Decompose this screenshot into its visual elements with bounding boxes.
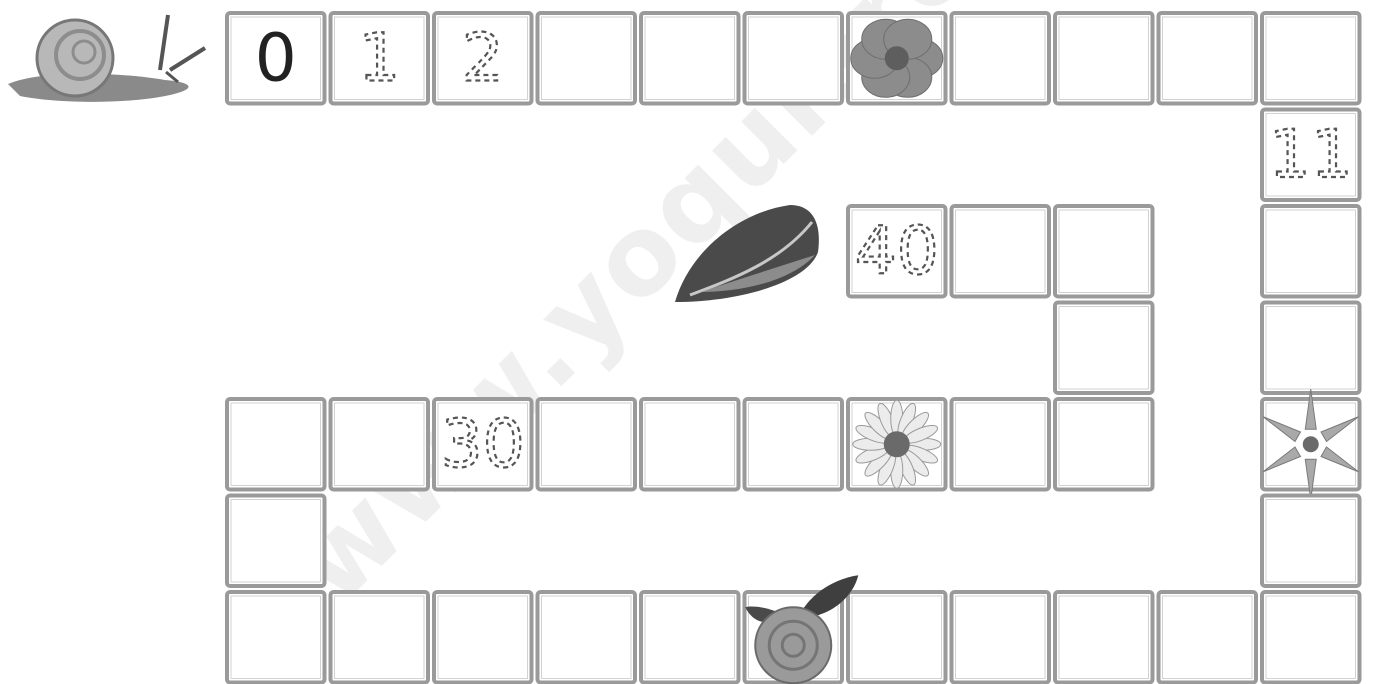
path-cell: 0 [227,13,325,104]
path-cell: 2 [434,13,532,104]
path-cell [1055,206,1153,297]
cell-number: 40 [855,212,939,289]
path-cell [952,206,1050,297]
cell-number: 0 [255,19,297,96]
path-cell: 30 [434,399,532,490]
path-cell [227,496,325,587]
path-cell [538,13,636,104]
daisy-icon [853,400,941,488]
path-cell [745,575,859,683]
cell-number: 30 [441,405,525,482]
path-cell [1055,303,1153,394]
path-cell [1262,206,1360,297]
path-cell [745,399,843,490]
path-cell [1262,303,1360,394]
cell-number: 2 [462,19,504,96]
path-cell [1262,496,1360,587]
path-cell [1159,13,1257,104]
path-cell [952,399,1050,490]
snail-icon [8,15,205,102]
path-cell [538,399,636,490]
path-cell [538,592,636,683]
path-cell [227,592,325,683]
path-cell [1159,592,1257,683]
path-cell [1055,13,1153,104]
path-cell [1262,592,1360,683]
path-cell [641,592,739,683]
path-cell: 40 [848,206,946,297]
path-cell [331,592,429,683]
path-cell [952,13,1050,104]
path-cell [952,592,1050,683]
path-cell [1262,13,1360,104]
flower-icon [851,19,943,97]
cell-number: 11 [1269,116,1353,193]
path-cell [848,399,946,490]
path-cell [1055,399,1153,490]
cell-number: 1 [358,19,400,96]
leaf-icon [675,205,819,302]
path-cell [1055,592,1153,683]
path-cell [227,399,325,490]
path-cell [434,592,532,683]
path-cell [331,399,429,490]
path-cell [848,592,946,683]
path-cell [848,13,946,104]
path-cell [641,399,739,490]
path-cell [641,13,739,104]
path-cell: 1 [331,13,429,104]
path-cell: 11 [1262,110,1360,201]
path-cell [745,13,843,104]
path-cell [1262,389,1360,499]
